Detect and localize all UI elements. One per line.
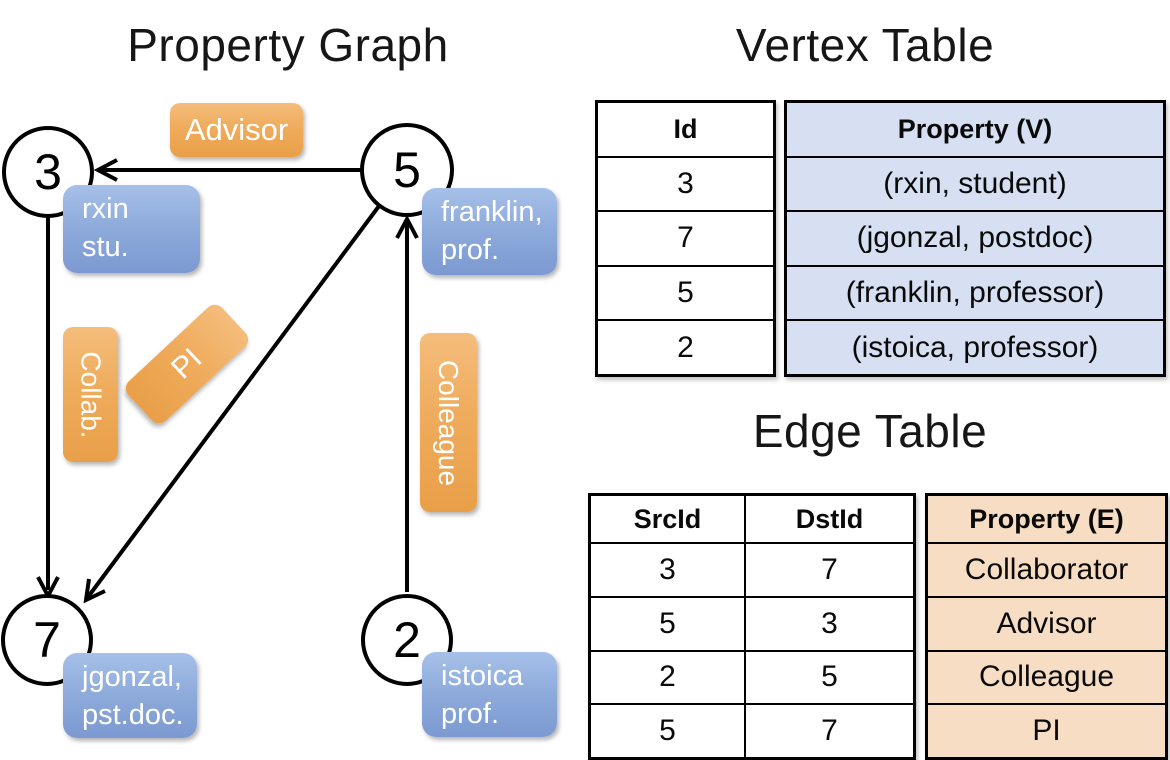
edge-table-src-header: SrcId: [633, 503, 702, 534]
node-7-property-line2: pst.doc.: [82, 699, 184, 731]
vertex-table-property-row-2: (franklin, professor): [787, 264, 1163, 320]
vertex-table-property-row-0: (rxin, student): [787, 155, 1163, 211]
node-7-property-line1: jgonzal,: [82, 661, 182, 693]
vertex-table-id-row-2: 5: [598, 264, 773, 320]
node-5-property-box: franklin, prof.: [422, 188, 557, 275]
vertex-table-id-row-1: 7: [598, 210, 773, 265]
vertex-table-id-header: Id: [673, 113, 698, 144]
edge-table-src-row-2: 2: [591, 649, 744, 704]
node-3-property-box: rxin stu.: [63, 185, 200, 273]
node-5-property-line1: franklin,: [441, 196, 543, 228]
graph-title: Property Graph: [127, 19, 449, 71]
edge-2-5-arrowhead: [395, 214, 419, 239]
edge-table-property-header: Property (E): [969, 503, 1124, 534]
edge-label-advisor: Advisor: [170, 103, 303, 157]
vertex-table-title: Vertex Table: [735, 19, 995, 71]
vertex-table-id-column: Id 3 7 5 2: [595, 100, 776, 377]
vertex-table-property-row-1: (jgonzal, postdoc): [787, 210, 1163, 265]
edge-label-advisor-text: Advisor: [184, 112, 289, 147]
edge-label-colleague-text: Colleague: [433, 359, 465, 486]
node-5-property-line2: prof.: [441, 234, 500, 266]
node-7-property-box: jgonzal, pst.doc.: [63, 653, 197, 738]
node-5-id: 5: [393, 142, 421, 198]
edge-table-dst-row-2: 5: [744, 649, 913, 704]
edge-label-colleague: Colleague: [420, 333, 477, 512]
edge-table-property-column: Property (E) Collaborator Advisor Collea…: [925, 493, 1168, 760]
vertex-table-id-row-3: 2: [598, 319, 773, 374]
vertex-table-id-row-0: 3: [598, 155, 773, 211]
graph-edges: [36, 158, 419, 604]
edge-table-id-columns: SrcId DstId 3 7 5 3 2 5 5 7: [588, 493, 916, 760]
node-3-property-line2: stu.: [82, 231, 129, 263]
edge-table-title: Edge Table: [752, 405, 988, 457]
node-2-property-line1: istoica: [441, 660, 524, 692]
edge-table-property-row-2: Colleague: [928, 649, 1165, 704]
edge-table-src-row-3: 5: [591, 703, 744, 757]
edge-table-dst-header: DstId: [744, 496, 913, 542]
edge-table-src-row-1: 5: [591, 595, 744, 650]
edge-table-dst-row-1: 3: [744, 595, 913, 650]
node-2-property-line2: prof.: [441, 698, 500, 730]
node-2-id: 2: [393, 612, 421, 668]
node-3-property-line1: rxin: [82, 193, 129, 225]
edge-label-collab: Collab.: [63, 327, 118, 462]
vertex-table-property-row-3: (istoica, professor): [787, 319, 1163, 374]
vertex-table-property-header: Property (V): [897, 113, 1053, 144]
node-2-property-box: istoica prof.: [422, 652, 557, 737]
node-7-id: 7: [33, 612, 61, 668]
edge-table-property-row-1: Advisor: [928, 595, 1165, 650]
edge-table-property-row-0: Collaborator: [928, 542, 1165, 596]
edge-label-collab-text: Collab.: [75, 350, 107, 439]
edge-table-src-row-0: 3: [591, 542, 744, 596]
vertex-table-property-column: Property (V) (rxin, student) (jgonzal, p…: [784, 100, 1166, 377]
edge-table-dst-row-3: 7: [744, 703, 913, 757]
node-3-id: 3: [34, 144, 62, 200]
edge-label-pi-text: PI: [165, 341, 209, 386]
edge-table-property-row-3: PI: [928, 703, 1165, 757]
edge-5-7-arrowhead: [83, 578, 106, 604]
edge-5-7-line: [86, 204, 381, 599]
edge-table-dst-row-0: 7: [744, 542, 913, 596]
edge-5-3-arrowhead: [93, 158, 118, 182]
